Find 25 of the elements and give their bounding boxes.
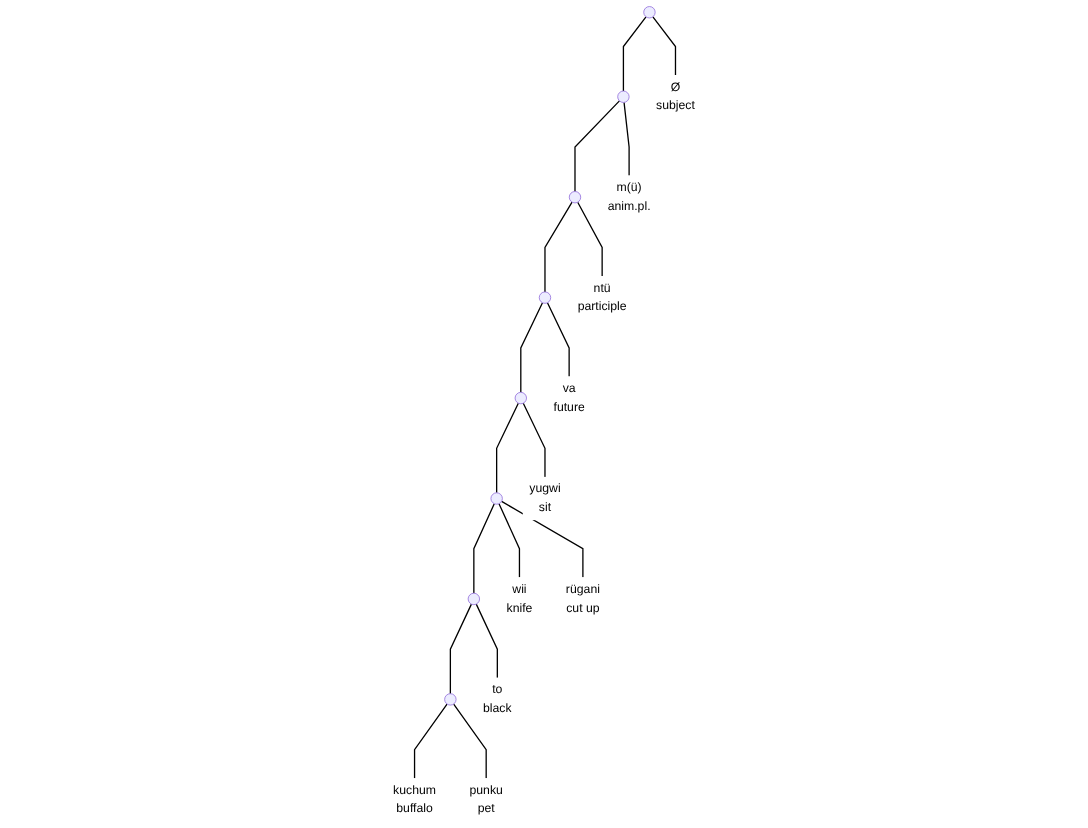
node-point bbox=[490, 492, 503, 505]
connector bbox=[498, 503, 521, 578]
connector bbox=[413, 703, 448, 779]
connector bbox=[622, 16, 647, 92]
connector bbox=[577, 201, 603, 277]
connector bbox=[546, 302, 570, 378]
node-point bbox=[643, 6, 656, 19]
connector bbox=[500, 500, 584, 578]
connector bbox=[473, 503, 495, 594]
connector bbox=[496, 402, 519, 494]
node-point bbox=[568, 191, 582, 204]
connector bbox=[475, 603, 498, 679]
node-point bbox=[538, 291, 552, 304]
connector bbox=[652, 16, 677, 76]
connector bbox=[623, 101, 630, 177]
node-point bbox=[617, 90, 630, 103]
node-point bbox=[467, 592, 480, 606]
connector bbox=[453, 703, 487, 779]
node-point bbox=[444, 693, 457, 706]
node-point bbox=[514, 391, 527, 405]
connector bbox=[522, 402, 546, 478]
connector bbox=[449, 603, 473, 695]
connector bbox=[544, 201, 573, 293]
connector bbox=[520, 302, 544, 393]
connector bbox=[574, 100, 621, 193]
